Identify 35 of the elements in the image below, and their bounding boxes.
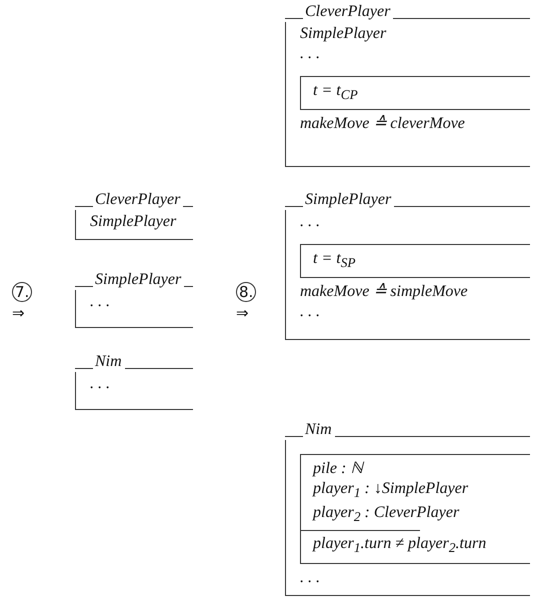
state-box bbox=[300, 454, 530, 564]
step-number: 8. bbox=[236, 282, 256, 302]
state-box bbox=[300, 76, 530, 110]
schema-text: . . . bbox=[90, 374, 111, 394]
schema-title: SimplePlayer bbox=[95, 270, 182, 290]
schema-box bbox=[75, 352, 193, 410]
implies-symbol: ⇒ bbox=[12, 304, 25, 322]
schema-title: CleverPlayer bbox=[305, 2, 390, 22]
schema-box bbox=[285, 2, 530, 167]
schema-text: SimplePlayer bbox=[300, 24, 388, 44]
schema-text: . . . bbox=[90, 292, 111, 312]
schema-text: . . . bbox=[300, 568, 321, 588]
schema-text: . . . bbox=[300, 44, 321, 64]
schema-text: . . . bbox=[300, 212, 321, 232]
schema-box bbox=[285, 190, 530, 340]
implies-symbol: ⇒ bbox=[236, 304, 249, 322]
schema-title: SimplePlayer bbox=[305, 190, 392, 210]
schema-text: player$_{2}$ : CleverPlayer bbox=[313, 503, 460, 526]
schema-text: t = t$_{SP}$ bbox=[313, 249, 356, 272]
state-box bbox=[300, 244, 530, 278]
schema-text: makeMove ≙ cleverMove bbox=[300, 114, 466, 134]
schema-text: t = t$_{CP}$ bbox=[313, 81, 359, 104]
schema-title: CleverPlayer bbox=[95, 190, 180, 210]
schema-text: player$_{1}$.turn ≠ player$_{2}$.turn bbox=[313, 534, 488, 558]
schema-title: Nim bbox=[95, 352, 122, 372]
schema-text: SimplePlayer bbox=[90, 212, 178, 232]
step-number: 7. bbox=[12, 282, 32, 302]
schema-title: Nim bbox=[305, 420, 332, 440]
schema-box bbox=[75, 270, 193, 328]
schema-text: . . . bbox=[300, 302, 321, 322]
schema-box bbox=[285, 420, 530, 596]
schema-text: player$_{1}$ : ↓SimplePlayer bbox=[313, 479, 470, 502]
schema-text: makeMove ≙ simpleMove bbox=[300, 282, 469, 302]
schema-text: pile : ℕ bbox=[313, 459, 366, 479]
schema-box bbox=[75, 190, 193, 240]
